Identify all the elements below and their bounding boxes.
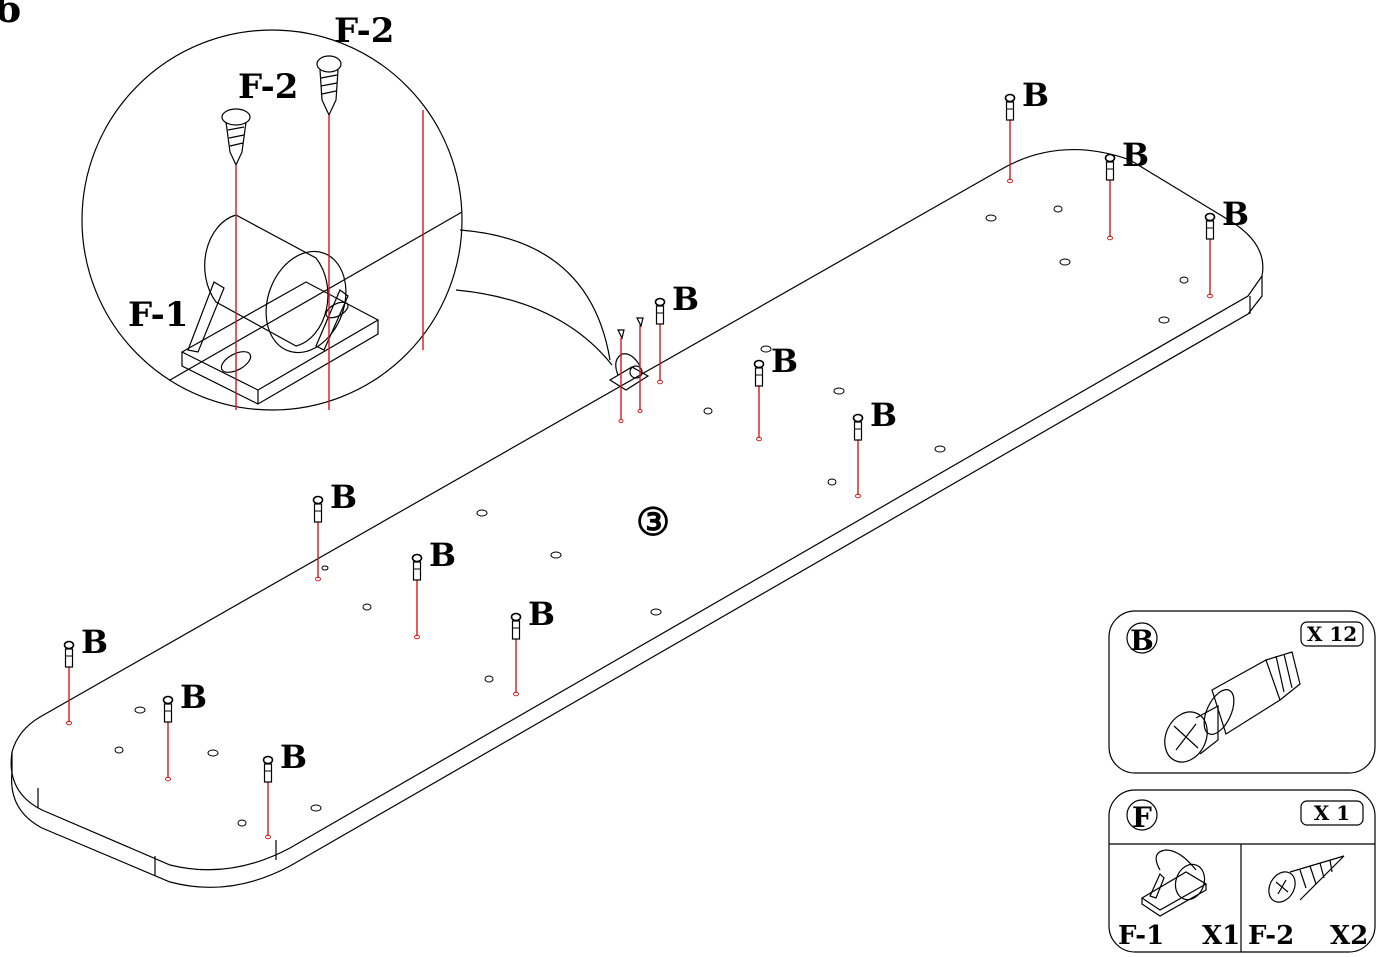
- bolt-label-b: B: [771, 342, 798, 380]
- parts-box-b: B X 12: [1108, 610, 1376, 774]
- parts-box-b-letter: B: [1130, 624, 1154, 657]
- cam-bolt-icon: [63, 640, 75, 726]
- parts-box-f-letter: F: [1132, 801, 1152, 834]
- cam-bolt-icon: [411, 553, 423, 640]
- panel-board: [10, 148, 1264, 888]
- cam-bolt-icon: [510, 612, 522, 697]
- hinge-clip-icon: [1140, 849, 1208, 917]
- cam-bolt-icon: [162, 695, 174, 782]
- zoom-detail: F-1 F-2 F-2: [81, 11, 613, 411]
- zoom-label-f2b: F-2: [334, 11, 394, 51]
- bolt-label-b: B: [528, 595, 555, 633]
- screw-icon: [316, 55, 342, 410]
- bolt-label-b: B: [180, 678, 207, 716]
- bolt-label-b: B: [1022, 76, 1049, 114]
- sub-part-f2-name: F-2: [1248, 921, 1294, 951]
- bolt-label-b: B: [1122, 136, 1149, 174]
- cam-bolt-icon: [1164, 651, 1301, 763]
- sub-part-f2-count: X2: [1330, 921, 1368, 951]
- bolt-label-b: B: [672, 280, 699, 318]
- parts-box-b-qty: X 12: [1307, 622, 1357, 646]
- bolt-label-b: B: [429, 536, 456, 574]
- cam-bolt-icon: [1004, 93, 1016, 184]
- parts-box-f: F X 1 F-1 X1 F-2 X2: [1108, 789, 1376, 953]
- bolt-label-b: B: [1222, 195, 1249, 233]
- panel-number: ③: [636, 499, 670, 544]
- sub-part-f1-name: F-1: [1118, 921, 1164, 951]
- cam-bolt-icon: [753, 359, 765, 442]
- zoom-label-f2a: F-2: [238, 67, 298, 107]
- cam-bolt-icon: [654, 297, 666, 385]
- cam-bolts: B B B B B B B B B B B B: [63, 76, 1249, 840]
- bolt-label-b: B: [81, 623, 108, 661]
- parts-box-f-qty: X 1: [1314, 801, 1350, 825]
- cam-bolt-icon: [262, 755, 274, 840]
- cam-bolt-icon: [852, 413, 864, 499]
- sub-part-f1-count: X1: [1202, 921, 1240, 951]
- board-holes: [114, 205, 1189, 827]
- cam-bolt-icon: [1104, 153, 1116, 241]
- cam-bolt-icon: [312, 495, 324, 582]
- zoom-label-f1: F-1: [128, 295, 188, 335]
- step-number: 6: [0, 0, 22, 32]
- bolt-label-b: B: [870, 396, 897, 434]
- cam-bolt-icon: [1204, 212, 1216, 299]
- bolt-label-b: B: [280, 738, 307, 776]
- hinge-clip-on-board: [608, 317, 650, 423]
- bolt-label-b: B: [330, 478, 357, 516]
- screw-icon: [1268, 855, 1345, 903]
- screw-icon: [221, 108, 251, 410]
